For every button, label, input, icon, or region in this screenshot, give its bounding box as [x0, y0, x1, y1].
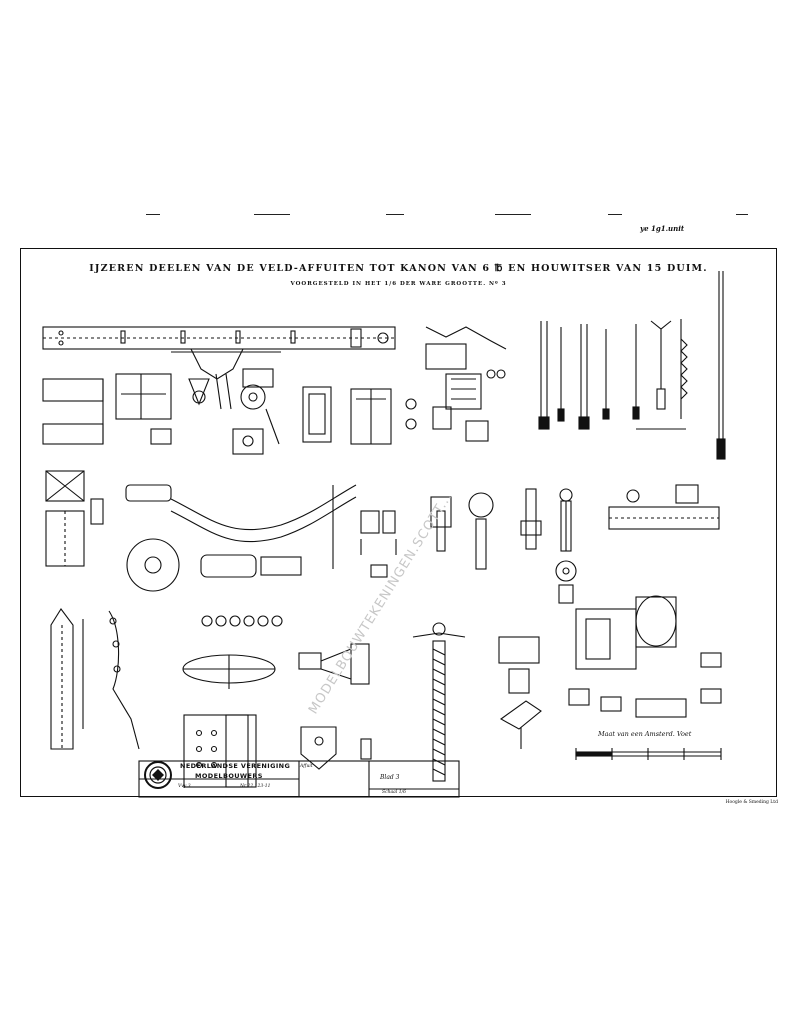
fig-small-parts-3	[298, 643, 372, 770]
title-block-field-e: Schaal 1/6	[382, 790, 406, 795]
org-name-line2: MODELBOUWERS	[195, 772, 263, 780]
drawing-sheet: IJZEREN DEELEN VAN DE VELD-AFFUITEN TOT …	[20, 248, 777, 798]
top-dash	[146, 214, 160, 216]
fig-fork	[425, 326, 507, 442]
fig-angle-pieces	[498, 636, 542, 749]
title-block-field-d: Blad 3	[380, 774, 400, 781]
association-seal-icon	[144, 761, 172, 789]
fig-clevis	[188, 373, 232, 410]
fig-long-bar	[42, 326, 396, 380]
fig-axle-bracket	[608, 484, 720, 530]
fig-frame-1	[302, 386, 417, 445]
fig-trail-curve	[125, 484, 357, 592]
title-block-frame	[138, 760, 460, 798]
fig-box-cross	[45, 470, 104, 567]
scale-caption: Maat van een Amsterd. Voet	[598, 730, 692, 738]
scale-bar	[575, 748, 722, 760]
top-dash	[736, 214, 748, 216]
sheet-subtitle: VOORGESTELD IN HET 1/6 DER WARE GROOTTE.…	[290, 281, 507, 287]
top-dash	[608, 214, 622, 216]
top-annotation: ye 1g1.unit	[640, 224, 685, 233]
top-dash	[386, 214, 404, 216]
fig-screw-jack	[412, 622, 466, 782]
fig-rods	[538, 271, 726, 460]
title-block-field-b: Nr 22 123-11	[240, 784, 271, 789]
fig-chain-links	[182, 615, 283, 689]
printer-mark: Hoogle & Smeding Ltd	[725, 800, 778, 805]
top-dash	[495, 214, 531, 216]
fig-pin	[555, 488, 577, 604]
technical-drawing	[42, 271, 726, 798]
title-block-field-a: Vvy 3	[178, 784, 191, 789]
fig-mount-block	[568, 595, 722, 718]
fig-lock	[430, 488, 542, 570]
fig-plate-holes	[183, 714, 257, 788]
fig-hinge	[232, 368, 280, 455]
fig-fig-clamp	[360, 510, 397, 578]
fig-tall-strap	[50, 608, 140, 750]
sheet-title: IJZEREN DEELEN VAN DE VELD-AFFUITEN TOT …	[89, 263, 708, 274]
fig-bracket-1	[42, 373, 172, 445]
top-dash	[254, 214, 290, 216]
org-name-line1: NEDERLANDSE VERENIGING	[180, 762, 291, 770]
title-block-field-c: Affuit	[300, 764, 313, 769]
